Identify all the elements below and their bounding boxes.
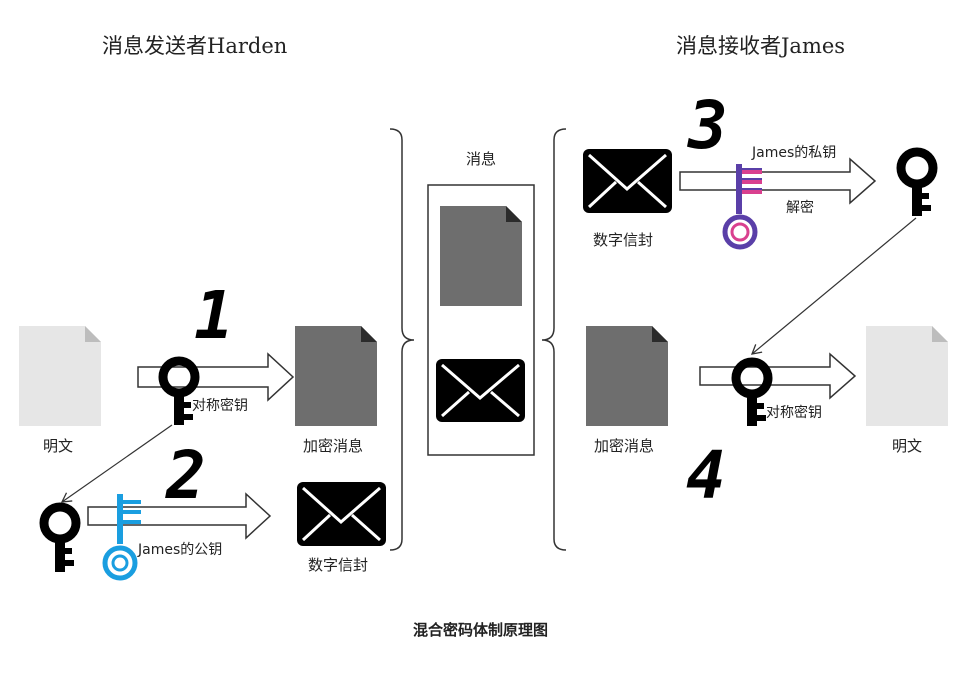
left-brace [389,128,415,551]
message-label: 消息 [466,150,496,168]
step-number-3: 3 [687,87,728,164]
symmetric-key-icon-recovered [896,147,938,216]
step-number-2: 2 [165,437,206,514]
key-flow-line-left [60,424,173,503]
encrypted-message-label-right: 加密消息 [594,437,654,455]
right-brace [541,128,567,551]
decrypt-arrow-4 [699,352,857,400]
decrypt-label: 解密 [786,199,814,216]
plaintext-label-left: 明文 [43,437,73,455]
public-key-label: James的公钥 [137,542,222,558]
encrypted-document-icon-center [440,206,522,306]
symmetric-key-icon [158,356,200,425]
encrypt-arrow-2 [87,492,272,540]
digital-envelope-label-right: 数字信封 [593,231,653,249]
diagram-caption: 混合密码体制原理图 [413,621,548,639]
symmetric-key-icon-small [39,502,81,572]
envelope-icon-right [583,149,672,213]
key-flow-line-right [750,217,917,355]
receiver-title: 消息接收者James [676,34,845,58]
symmetric-key-icon-right [731,357,773,426]
sender-title: 消息发送者Harden [102,34,287,58]
symmetric-key-label-1: 对称密钥 [192,397,248,414]
encrypt-arrow-1 [137,352,295,402]
public-key-icon [102,494,141,581]
encrypted-message-label-left: 加密消息 [303,437,363,455]
symmetric-key-label-2: 对称密钥 [766,404,822,421]
encrypted-document-icon [295,326,377,426]
plaintext-label-right: 明文 [892,437,922,455]
private-key-icon [722,164,762,250]
step-number-1: 1 [194,277,234,354]
envelope-icon [297,482,386,546]
private-key-label: James的私钥 [751,145,836,161]
encrypted-document-icon-right [586,326,668,426]
digital-envelope-label-left: 数字信封 [308,556,368,574]
plaintext-document-icon [19,326,101,426]
plaintext-document-icon-right [866,326,948,426]
decrypt-arrow-3 [679,157,877,205]
envelope-icon-center [436,359,525,422]
step-number-4: 4 [686,437,726,514]
